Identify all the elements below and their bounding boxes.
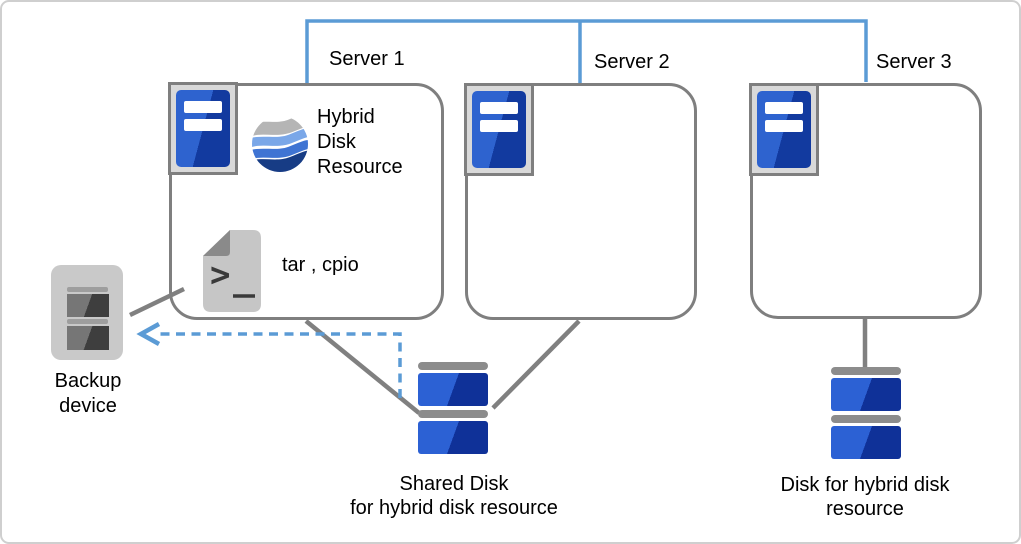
server-slot (480, 120, 518, 132)
server-slot (765, 102, 803, 114)
backup-device-label: Backup device (54, 370, 122, 417)
disk-cap (831, 415, 901, 423)
disk-cap (418, 410, 488, 418)
server-slot (184, 119, 222, 131)
server3-label: Server 3 (876, 51, 952, 73)
server2-label: Server 2 (594, 51, 670, 73)
backup-device-panel (67, 326, 109, 350)
hybrid-disk-resource-label: Hybrid Disk Resource (317, 106, 403, 178)
svg-text:>: > (210, 255, 230, 295)
disk-body (831, 378, 901, 411)
disk-body (418, 373, 488, 406)
server1-to-shared-disk-line (304, 319, 421, 415)
disk-body (418, 421, 488, 454)
server-slot (765, 120, 803, 132)
shared-disk-icon (418, 362, 488, 454)
server-icon (464, 83, 534, 176)
backup-flow-arrowhead (136, 322, 161, 346)
hybrid-disk-resource-icon (252, 116, 308, 172)
server-chassis (176, 90, 230, 167)
server-icon (168, 82, 238, 175)
server2-to-shared-disk-line (491, 319, 581, 410)
server-chassis (472, 91, 526, 168)
script-document-icon: > (203, 230, 261, 312)
server-slot (184, 101, 222, 113)
server1-label: Server 1 (329, 48, 405, 70)
disk-body (831, 426, 901, 459)
hybrid-disk-icon (831, 367, 901, 459)
hybrid-disk-label: Disk for hybrid disk resource (780, 474, 950, 520)
backup-device-panel (67, 294, 109, 317)
shared-disk-label: Shared Disk for hybrid disk resource (350, 473, 558, 519)
tar-cpio-label: tar , cpio (282, 254, 359, 276)
disk-cap (418, 362, 488, 370)
server-chassis (757, 91, 811, 168)
backup-device-icon (51, 265, 123, 360)
backup-device-bar (67, 287, 108, 292)
backup-flow-dashed-arrow (154, 332, 402, 398)
server-slot (480, 102, 518, 114)
server-icon (749, 83, 819, 176)
disk-cap (831, 367, 901, 375)
backup-device-bar (67, 319, 108, 324)
